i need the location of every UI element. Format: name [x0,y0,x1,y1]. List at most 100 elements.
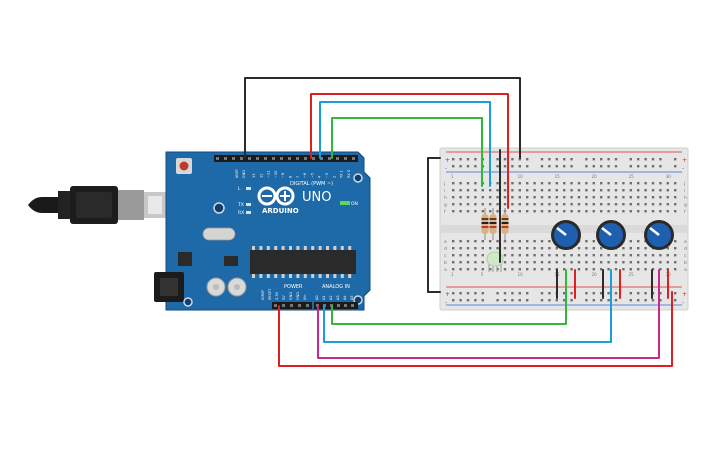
row-letter: h [444,195,447,201]
rail-polarity-mark: + [682,157,687,164]
resistor [481,208,489,240]
digital-pin-label: RX 0 [347,170,351,178]
resistor-group [481,208,509,240]
row-letter: h [684,195,687,201]
power-pin-label: 3.3V [275,291,279,300]
row-letter: i [444,188,445,194]
row-letter: i [684,188,685,194]
digital-pin-label: 12 [259,174,263,178]
atmega-chip [250,250,356,274]
power-pin-label: GND [296,292,300,300]
rail-polarity-mark: + [445,157,450,164]
wire-magenta-a0-to-pot3[interactable] [317,269,660,359]
analog-header [314,302,358,309]
wire-blue-pin5-to-resistor[interactable] [319,101,491,187]
column-number: 25 [629,174,635,179]
resistor [501,208,509,240]
usb-cable [28,186,166,224]
wire-blue-a1-to-pot2[interactable] [323,269,612,343]
row-letter: c [444,254,447,259]
wires [244,77,673,367]
board-brand: ARDUINO [262,207,299,215]
digital-header [214,155,358,162]
power-pin-label: GND [289,292,293,300]
digital-pin-label: 8 [289,176,293,178]
aref-label: AREF [235,169,239,178]
wire-black-rail-jumper[interactable] [427,157,441,293]
on-led-label: ON [351,201,358,207]
digital-pin-label: ~6 [303,173,307,178]
digital-pin-label: 4 [318,175,322,178]
column-number: 10 [518,272,524,277]
gnd-pin-label: GND [242,170,246,178]
column-number: 20 [592,174,598,179]
digital-pin-label: 13 [252,174,256,178]
analog-pin-label: A5 [350,295,354,300]
column-number: 5 [481,272,484,277]
power-pin-label: 5V [282,295,286,300]
column-number: 25 [629,272,635,277]
digital-pin-label: ~5 [310,173,314,178]
row-letter: d [684,246,687,252]
row-letter: b [444,260,447,266]
arduino-logo-icon [257,186,295,206]
digital-pin-label: TX 1 [340,170,344,179]
rail-polarity-mark: + [445,291,450,298]
row-letter: j [443,181,445,187]
row-letter: a [444,268,447,273]
digital-pin-label: 7 [296,176,300,178]
rx-label: RX [238,210,244,216]
row-letter: e [444,240,447,245]
wire-green-pin3-to-resistor[interactable] [331,117,483,187]
l-label: L [238,186,241,192]
digital-pin-label: 2 [332,176,336,178]
row-letter: g [444,203,447,208]
digital-pin-label: ~3 [325,173,329,178]
potentiometer-group [551,220,674,250]
potentiometer[interactable] [644,220,674,250]
analog-pin-label: A2 [329,295,333,300]
column-number: 30 [666,174,672,179]
resistor [489,208,497,240]
on-led [340,201,350,205]
row-letter: b [684,260,687,266]
potentiometer[interactable] [596,220,626,250]
row-letter: a [684,268,687,273]
column-number: 15 [555,174,561,179]
rail-polarity-mark: - [445,165,447,172]
column-number: 20 [592,272,598,277]
row-letter: d [444,246,447,252]
analog-pin-label: A3 [336,295,340,300]
analog-label: ANALOG IN [322,284,350,290]
power-pin-label: IOREF [261,290,265,300]
power-pin-label: RESET [268,288,272,300]
row-letter: f [684,209,686,215]
power-pin-label: Vin [303,294,307,300]
board-model: UNO [302,190,331,205]
analog-pin-label: A1 [322,295,326,300]
rail-polarity-mark: - [682,299,684,306]
wire-green-a2-to-pot1[interactable] [331,269,567,325]
analog-pin-label: A0 [315,295,319,300]
power-label: POWER [284,284,303,290]
wire-red-pin6-to-resistor[interactable] [310,93,509,209]
row-letter: e [684,240,687,245]
row-letter: g [684,203,687,208]
column-number: 1 [451,174,454,179]
digital-pin-label: ~10 [274,171,278,178]
row-letter: f [444,209,446,215]
analog-pin-label: A4 [343,295,347,300]
row-letter: c [684,254,687,259]
potentiometer[interactable] [551,220,581,250]
digital-pin-label: ~9 [281,173,285,178]
crystal [202,227,236,241]
wire-red-5v-to-rail[interactable] [278,291,673,367]
digital-label: DIGITAL (PWM ~) [290,181,333,187]
wire-black-gnd-to-rail[interactable] [244,77,521,159]
row-letter: j [683,181,685,187]
tx-label: TX [237,202,244,208]
rail-polarity-mark: - [445,299,447,306]
